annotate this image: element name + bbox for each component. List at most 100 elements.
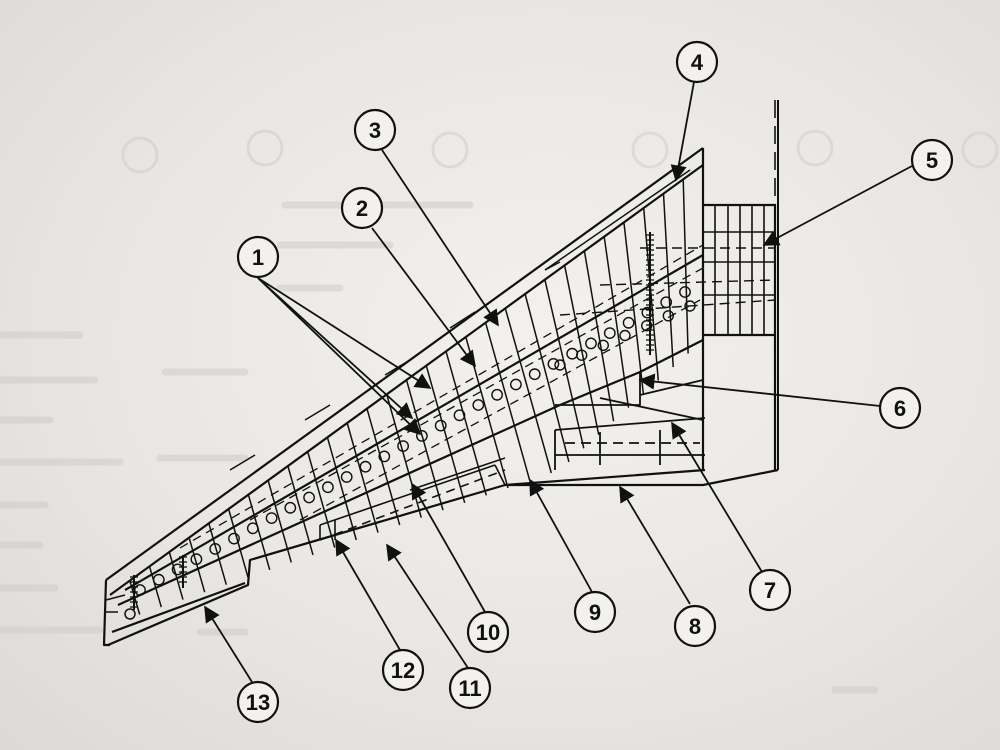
callouts: 1 2 3 4 5 6 7 8	[236, 40, 954, 724]
lightening-hole	[603, 327, 616, 339]
lightening-hole	[619, 329, 631, 342]
body-frame-grid	[703, 205, 775, 335]
leader-7	[671, 421, 763, 573]
leader-6	[638, 373, 881, 407]
lightening-hole	[660, 296, 673, 309]
wing-rib	[366, 408, 401, 526]
lightening-hole	[597, 339, 609, 351]
callout-9: 9	[573, 590, 617, 634]
lightening-holes	[134, 286, 696, 596]
inboard-fairing	[554, 339, 706, 470]
wing-rib	[682, 179, 689, 354]
leader-1a	[257, 277, 432, 389]
callout-11-label: 11	[458, 676, 481, 701]
lightening-hole	[641, 306, 654, 319]
callout-2-label: 2	[356, 196, 368, 221]
lightening-hole	[246, 522, 259, 535]
wing-rib	[445, 351, 488, 496]
wing-rib	[524, 293, 570, 463]
callout-6-label: 6	[894, 396, 906, 421]
leader-9	[529, 478, 593, 593]
wing-rib	[603, 236, 630, 408]
leader-13	[204, 605, 253, 683]
lightening-hole	[510, 378, 522, 391]
stringers	[179, 244, 704, 549]
lightening-hole	[472, 399, 485, 411]
leader-2	[371, 227, 476, 368]
wing-rib	[267, 480, 293, 563]
callout-5: 5	[910, 138, 954, 182]
lightening-hole	[566, 347, 579, 360]
wing-rib	[484, 322, 531, 481]
wing-rib	[405, 379, 444, 511]
lightening-hole	[679, 286, 691, 298]
lightening-hole	[585, 337, 597, 350]
lightening-hole	[378, 450, 391, 463]
leader-11	[386, 543, 469, 669]
lightening-hole	[434, 419, 447, 432]
leader-10	[411, 482, 486, 613]
callout-10-label: 10	[476, 620, 500, 645]
callout-1: 1	[236, 235, 280, 279]
lightening-hole	[491, 388, 503, 401]
flap-panels	[249, 457, 506, 561]
wing-rib	[227, 508, 249, 578]
splice-hatching	[130, 234, 654, 608]
wing-rib	[465, 336, 509, 489]
wing-rib	[168, 551, 184, 600]
callout-5-label: 5	[926, 148, 938, 173]
leader-12	[335, 538, 401, 651]
lightening-hole	[547, 357, 560, 370]
callout-3-label: 3	[369, 118, 381, 143]
wing-rib	[148, 566, 163, 608]
leader-8	[619, 485, 691, 605]
body-frame-dashed-lines	[559, 247, 776, 316]
lightening-hole	[662, 310, 674, 322]
wing-rib	[247, 494, 271, 571]
callout-1-label: 1	[252, 245, 264, 270]
wing-rib	[326, 437, 358, 541]
wing-rib	[425, 365, 466, 504]
bleed-through-backdrop	[0, 129, 999, 694]
callout-12: 12	[381, 648, 425, 692]
wing-tip	[105, 594, 136, 620]
lightening-hole	[453, 409, 466, 422]
callout-11: 11	[448, 666, 492, 710]
callout-4-label: 4	[691, 50, 704, 75]
lightening-hole	[641, 320, 653, 332]
callout-2: 2	[340, 186, 384, 230]
callout-7: 7	[748, 568, 792, 612]
lightening-hole	[397, 440, 409, 452]
lightening-hole	[152, 573, 165, 586]
leader-1c	[257, 277, 422, 436]
lightening-hole	[415, 429, 428, 442]
callout-6: 6	[878, 386, 922, 430]
callout-13: 13	[236, 680, 280, 724]
lightening-hole	[554, 359, 566, 371]
wing-rib	[504, 308, 553, 474]
lightening-hole	[622, 316, 635, 329]
lightening-hole	[190, 553, 203, 566]
callout-9-label: 9	[589, 600, 601, 625]
lightening-hole	[340, 471, 353, 483]
wing-ribs	[129, 179, 689, 615]
leader-4	[670, 81, 695, 182]
lightening-hole	[321, 481, 334, 494]
lightening-hole	[684, 300, 696, 312]
leader-5	[762, 165, 913, 246]
wing-rib	[287, 465, 314, 556]
lightening-hole	[576, 349, 588, 361]
lightening-hole	[228, 532, 240, 545]
leader-lines	[204, 81, 913, 683]
wing-rib	[346, 422, 379, 533]
wing-rib	[583, 250, 615, 422]
callout-13-label: 13	[246, 690, 270, 715]
lightening-hole	[303, 491, 315, 504]
callout-10: 10	[466, 610, 510, 654]
callout-8: 8	[673, 604, 717, 648]
lightening-hole	[284, 501, 297, 514]
wing-rib	[662, 193, 674, 368]
lightening-hole	[209, 543, 222, 555]
callout-3: 3	[353, 108, 397, 152]
